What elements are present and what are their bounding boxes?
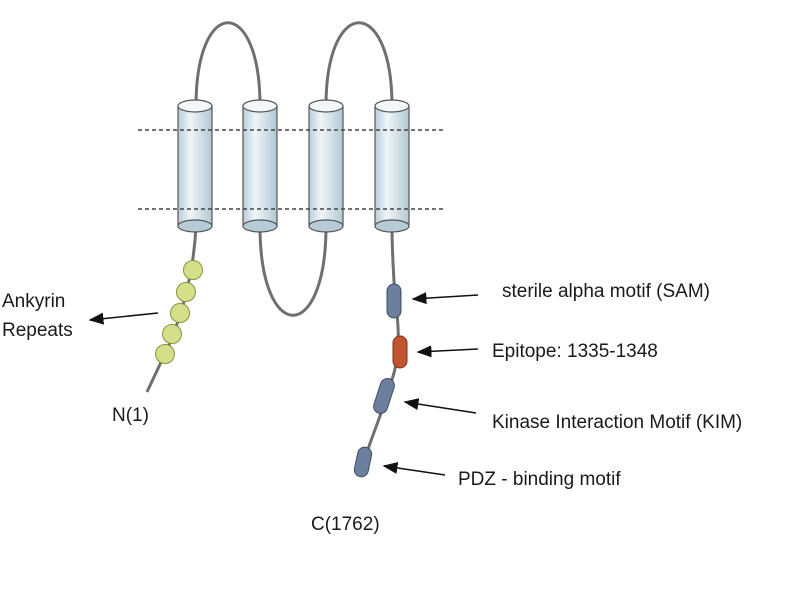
epitope-arrow <box>416 345 479 358</box>
pdz-label: PDZ - binding motif <box>458 469 621 490</box>
pdz-binding-motif <box>353 446 373 478</box>
pdz-arrow <box>382 462 446 476</box>
transmembrane-helix-2 <box>242 99 278 233</box>
kim-motif <box>373 378 395 414</box>
transmembrane-helix-4 <box>374 99 410 233</box>
epitope-label: Epitope: 1335-1348 <box>492 341 658 362</box>
ankyrin-repeat <box>183 260 203 280</box>
extracellular-loop-2 <box>324 21 394 107</box>
ankyrin-arrow <box>88 312 159 325</box>
c-terminus-label: C(1762) <box>311 514 380 535</box>
sam-motif <box>386 283 402 319</box>
ankyrin-repeat <box>176 282 196 302</box>
intracellular-loop <box>258 225 328 317</box>
epitope-region <box>392 335 408 369</box>
kim-arrow <box>403 398 477 414</box>
transmembrane-helix-3 <box>308 99 344 233</box>
ankyrin-repeat <box>155 344 175 364</box>
extracellular-loop-1 <box>194 21 262 107</box>
ankyrin-repeat <box>162 324 182 344</box>
sam-arrow <box>411 292 479 305</box>
kim-label: Kinase Interaction Motif (KIM) <box>492 412 742 433</box>
transmembrane-helix-1 <box>177 99 213 233</box>
n-terminus-label: N(1) <box>112 405 149 426</box>
ankyrin-label-line1: Ankyrin <box>2 291 65 312</box>
ankyrin-repeats <box>155 260 203 364</box>
ankyrin-repeat <box>170 303 190 323</box>
sam-label: sterile alpha motif (SAM) <box>502 281 710 302</box>
ankyrin-label-line2: Repeats <box>2 320 73 341</box>
